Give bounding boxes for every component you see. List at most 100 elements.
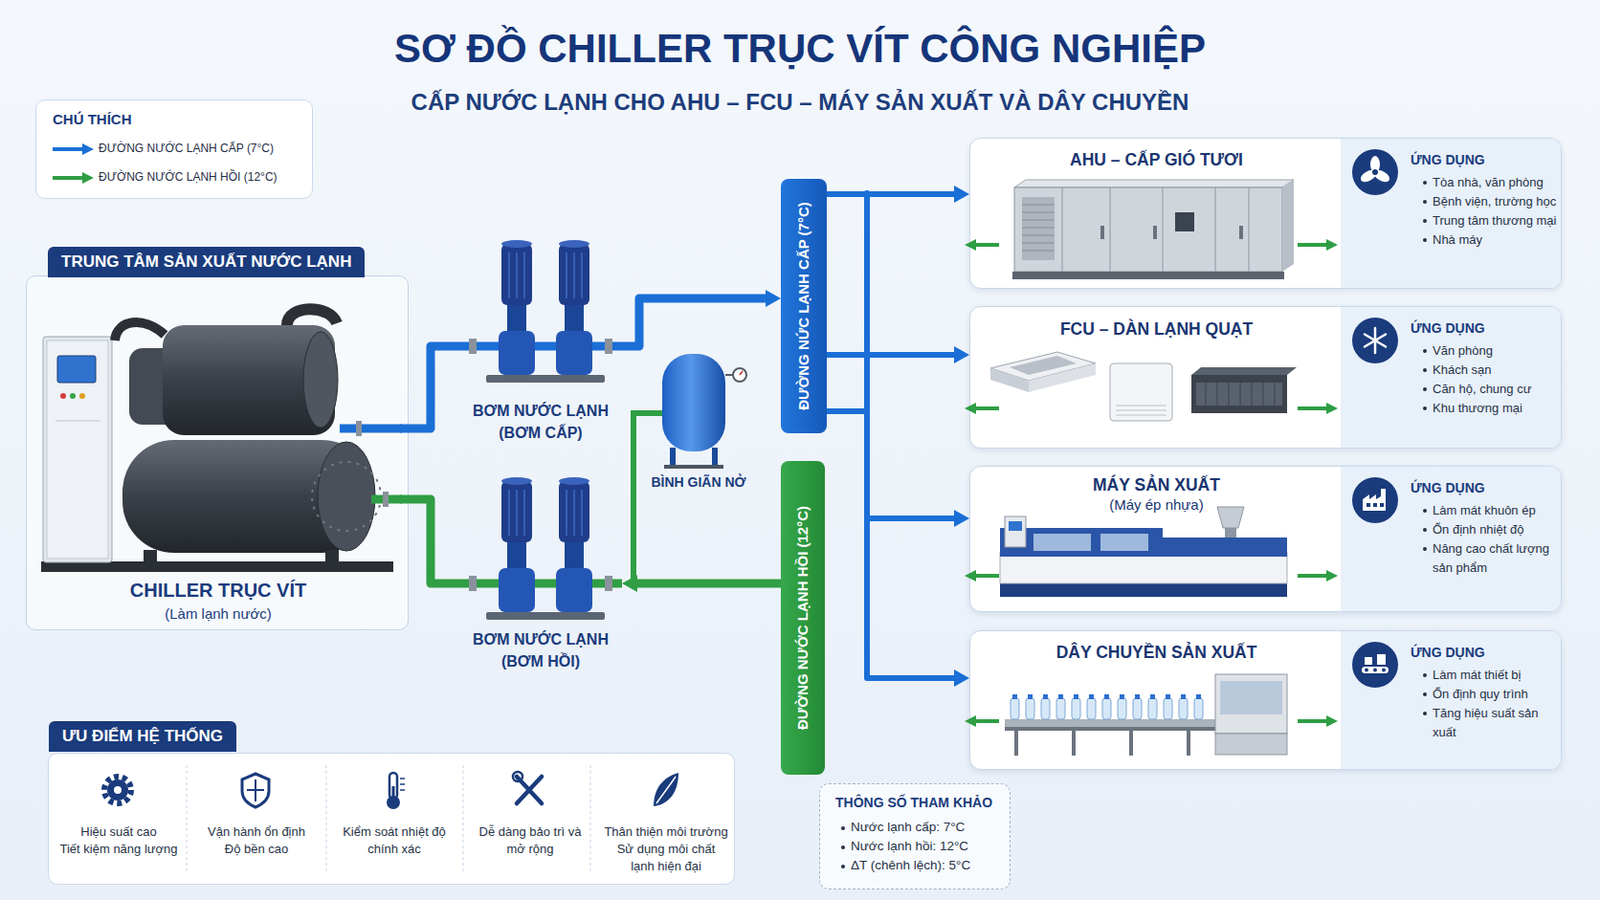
- injection-machine-drawing-part: [1100, 533, 1149, 552]
- load-card: FCU – DÀN LẠNH QUẠTỨNG DỤNGVăn phòngKhác…: [969, 306, 1562, 449]
- ahu-drawing-part: [1162, 187, 1164, 272]
- pump-drawing-part: [486, 240, 548, 383]
- bullet-item: Khu thương mại: [1421, 399, 1557, 419]
- text-slot: BƠM NƯỚC LẠNH: [459, 631, 623, 649]
- pipe-connector: [826, 411, 955, 679]
- expansion-tank-drawing-part: [664, 465, 724, 469]
- injection-machine-drawing-part: [1033, 533, 1091, 552]
- fcu-drawing: [990, 352, 1297, 422]
- application-icon-part-part: [1370, 155, 1380, 174]
- application-icon-part-part: [1364, 657, 1373, 666]
- ahu-drawing-part: [1175, 212, 1195, 232]
- return-stub-arrow-part: [976, 719, 1000, 724]
- ahu-drawing-part: [1215, 187, 1217, 272]
- legend-sample-part: [52, 176, 83, 180]
- production-line-drawing-part: [1148, 694, 1157, 720]
- injection-machine-drawing: [1000, 507, 1288, 598]
- production-line-drawing-part: [1004, 719, 1216, 728]
- legend-sample-part: [52, 147, 83, 152]
- pump-drawing-part: [543, 477, 605, 621]
- section-heading: ỨNG DỤNG: [1410, 480, 1555, 496]
- pump-drawing-part: [468, 338, 477, 355]
- equipment-note: (BƠM CẤP): [459, 424, 623, 443]
- expansion-tank-drawing-part: [725, 374, 734, 377]
- expansion-tank-drawing-part: [662, 354, 726, 452]
- equipment-note: (Làm lạnh nước): [36, 605, 400, 623]
- advantage-icon-part: [516, 777, 542, 804]
- text-slot: Tiết kiệm năng lượng: [51, 841, 186, 859]
- return-stub-arrow-part: [976, 406, 1000, 411]
- ahu-drawing-part: [1100, 225, 1105, 240]
- fcu-drawing-part: [1009, 355, 1077, 376]
- panel-heading: ƯU ĐIỂM HỆ THỐNG: [48, 721, 237, 753]
- application-icon-part: [1352, 642, 1399, 689]
- application-icon-part: [1358, 155, 1392, 185]
- chiller-drawing-part: [303, 332, 338, 428]
- return-header: ĐƯỜNG NƯỚC LẠNH HỒI (12°C): [780, 461, 825, 776]
- application-icon-part-part: [1366, 503, 1371, 508]
- text-slot: DÂY CHUYỀN SẢN XUẤT: [970, 642, 1343, 664]
- ahu-drawing-part: [1022, 197, 1055, 261]
- fcu-drawing-part: [1115, 405, 1167, 416]
- chiller-drawing-part: [382, 491, 389, 508]
- application-icon-part-part: [1372, 167, 1393, 185]
- ahu-drawing: [1012, 179, 1294, 280]
- injection-machine-drawing-part: [1000, 553, 1288, 584]
- production-line-drawing-part: [1102, 694, 1112, 720]
- production-line-drawing-part: [1010, 694, 1020, 720]
- text-slot: Dễ dàng bảo trì và mở rộng: [477, 823, 583, 859]
- pipe-connector: [400, 346, 460, 429]
- expansion-tank-drawing-part: [669, 447, 676, 467]
- distribution-pipe-part: [864, 194, 870, 412]
- column-separator-part: [590, 765, 592, 873]
- text-slot: Làm mát thiết bịỔn định quy trìnhTăng hi…: [1421, 666, 1557, 743]
- equipment-name: BƠM NƯỚC LẠNH: [459, 631, 623, 649]
- text-slot: CẤP NƯỚC LẠNH CHO AHU – FCU – MÁY SẢN XU…: [0, 88, 1600, 116]
- bullet-item: Căn hộ, chung cư: [1421, 379, 1557, 400]
- load-card: DÂY CHUYỀN SẢN XUẤTỨNG DỤNGLàm mát thiết…: [969, 630, 1562, 771]
- application-icon-part: [1352, 317, 1399, 364]
- card-heading: FCU – DÀN LẠNH QUẠT: [970, 318, 1343, 340]
- spec-item: Nước lạnh cấp: 7°C: [841, 820, 965, 835]
- pipe-connector: [826, 352, 955, 358]
- text-slot: TRUNG TÂM SẢN XUẤT NƯỚC LẠNH: [47, 246, 365, 278]
- production-line-drawing-part: [1133, 694, 1142, 720]
- plant-panel: TRUNG TÂM SẢN XUẤT NƯỚC LẠNHCHILLER TRỤC…: [25, 275, 409, 631]
- chiller-drawing-part: [60, 393, 67, 400]
- text-slot: (BƠM CẤP): [459, 424, 623, 443]
- spec-item: ΔT (chênh lệch): 5°C: [841, 858, 971, 873]
- production-line-drawing-part: [1004, 727, 1216, 732]
- text-slot: Độ bền cao: [189, 841, 324, 859]
- advantage-icon-part: [113, 786, 122, 795]
- application-icon-part-part: [1362, 488, 1386, 512]
- text-slot: BÌNH GIÃN NỞ: [636, 474, 761, 490]
- production-line-drawing-part: [1194, 694, 1203, 720]
- chiller-drawing-part: [69, 393, 76, 400]
- application-icon-part-part: [1377, 654, 1386, 666]
- equipment-name: BÌNH GIÃN NỞ: [636, 474, 761, 490]
- spec-box: THÔNG SỐ THAM KHẢONước lạnh cấp: 7°CNước…: [819, 783, 1011, 890]
- card-heading: DÂY CHUYỀN SẢN XUẤT: [970, 642, 1343, 664]
- pump-set: BƠM NƯỚC LẠNH(BƠM CẤP): [459, 244, 623, 450]
- return-stub-arrow-part: [1297, 243, 1327, 247]
- application-icon-part-part: [1379, 503, 1384, 508]
- text-slot: MÁY SẢN XUẤT: [970, 474, 1343, 496]
- advantage-icon-part: [104, 777, 132, 804]
- production-line-drawing-part: [1220, 681, 1283, 715]
- fcu-drawing-part: [1028, 363, 1096, 393]
- ahu-drawing-part: [1248, 187, 1250, 272]
- ahu-drawing-part: [1062, 187, 1064, 272]
- section-heading: ỨNG DỤNG: [1410, 152, 1555, 168]
- text-slot: ỨNG DỤNG: [1410, 152, 1555, 168]
- advantage-icon-part: [246, 779, 265, 802]
- advantage-text: Dễ dàng bảo trì và mở rộng: [477, 823, 583, 859]
- pipe-connector: [826, 191, 955, 198]
- advantage-icon-part: [400, 778, 405, 791]
- text-slot: Làm mát khuôn épỔn định nhiệt độNâng cao…: [1421, 501, 1557, 578]
- chiller-drawing-part: [79, 393, 86, 400]
- return-stub-arrow-part: [976, 574, 1000, 578]
- card-subheading: (Máy ép nhựa): [970, 496, 1343, 513]
- advantage-icon-part: [389, 773, 398, 800]
- advantage-icon-part: [653, 773, 679, 807]
